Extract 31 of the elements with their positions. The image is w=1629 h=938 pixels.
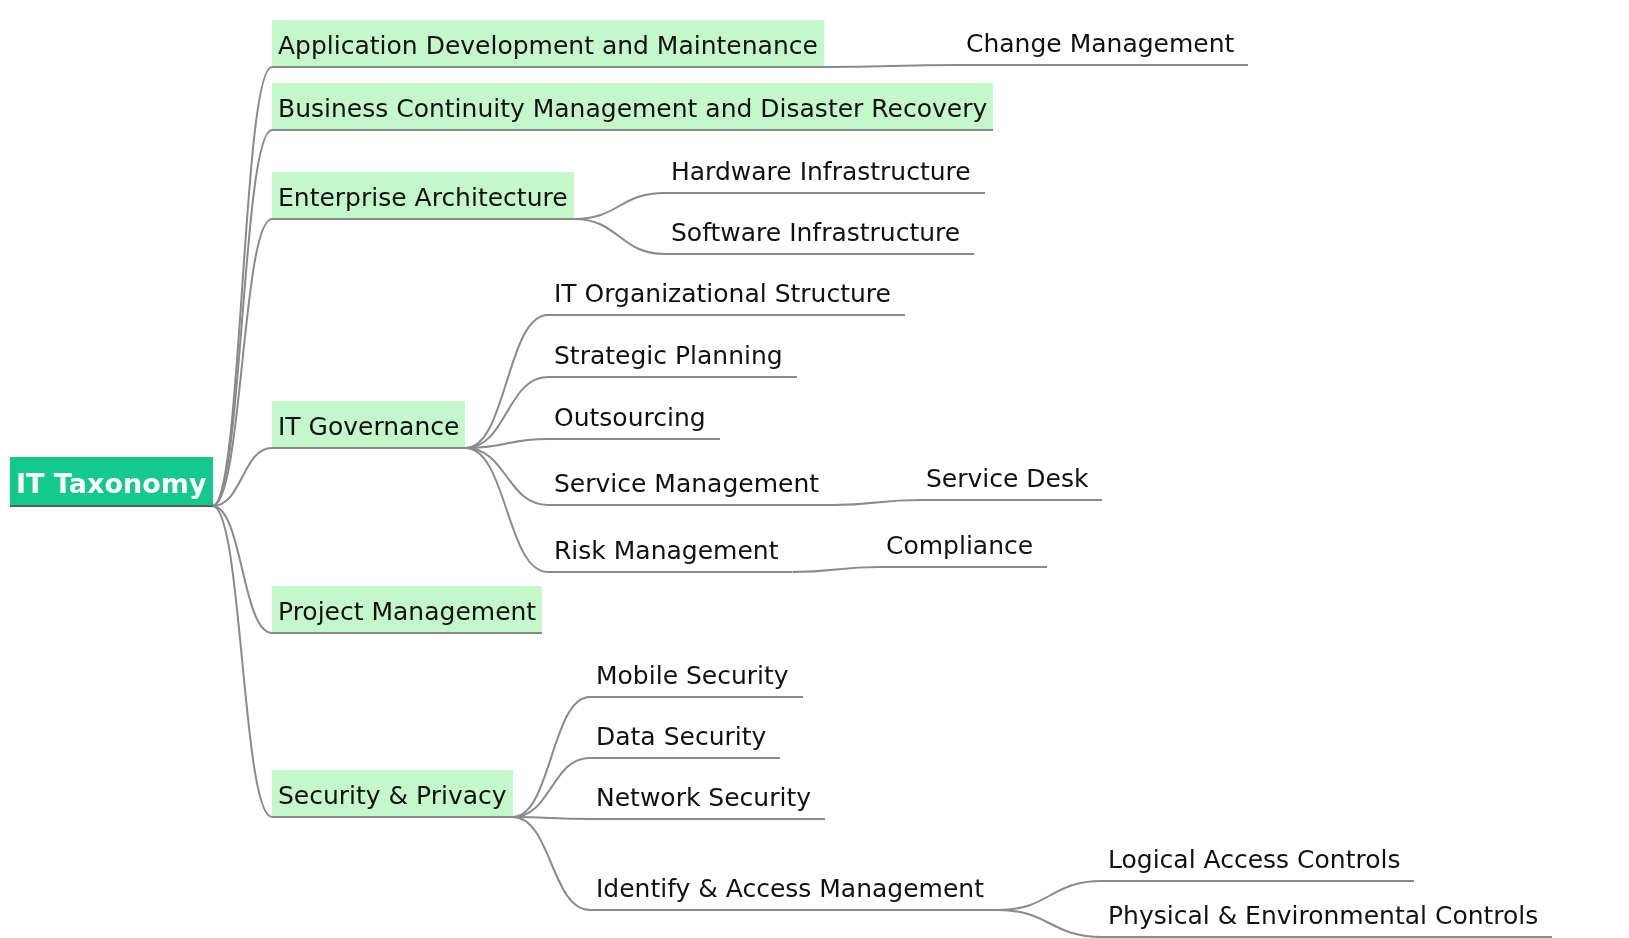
subtopic: Identify & Access Management	[590, 871, 998, 911]
subtopic: Strategic Planning	[548, 338, 797, 378]
subtopic: Network Security	[590, 780, 825, 820]
subtopic: Hardware Infrastructure	[665, 154, 985, 194]
branch-line	[211, 505, 273, 818]
subtopic: Software Infrastructure	[665, 215, 975, 255]
branch-line	[511, 816, 591, 911]
main-topic: IT Governance	[272, 401, 466, 449]
subtopic: Change Management	[960, 26, 1249, 66]
subtopic: Compliance	[880, 528, 1048, 568]
root-topic: IT Taxonomy	[10, 457, 213, 507]
branch-line	[832, 499, 921, 506]
branch-line	[822, 64, 961, 68]
branch-line	[997, 909, 1103, 938]
main-topic: Security & Privacy	[272, 770, 513, 818]
subtopic: Physical & Environmental Controls	[1102, 898, 1553, 938]
subtopic: Risk Management	[548, 533, 793, 573]
subtopic: Service Management	[548, 466, 834, 506]
main-topic: Enterprise Architecture	[272, 172, 574, 220]
branch-line	[464, 447, 549, 573]
subtopic: Service Desk	[920, 461, 1103, 501]
subtopic: IT Organizational Structure	[548, 276, 905, 316]
subtopic: Logical Access Controls	[1102, 842, 1415, 882]
main-topic: Application Development and Maintenance	[272, 20, 824, 68]
subtopic: Data Security	[590, 719, 781, 759]
main-topic: Business Continuity Management and Disaster Recovery	[272, 83, 994, 131]
subtopic: Outsourcing	[548, 400, 720, 440]
branch-line	[791, 566, 881, 573]
subtopic: Mobile Security	[590, 658, 803, 698]
branch-line	[572, 218, 666, 255]
main-topic: Project Management	[272, 586, 543, 634]
